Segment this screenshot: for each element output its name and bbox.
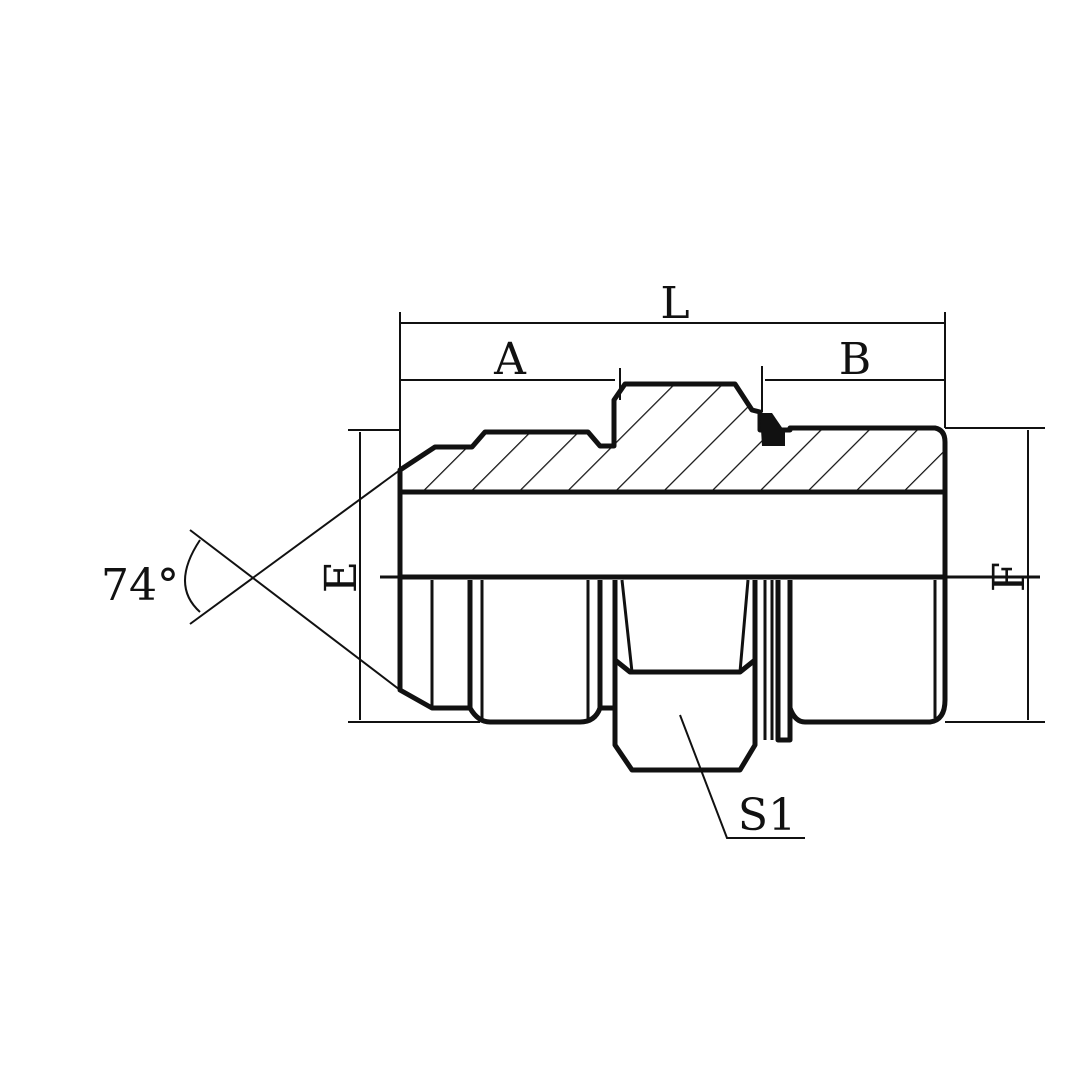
bore: [397, 489, 948, 580]
dim-label-A: A: [493, 334, 527, 385]
dim-label-S1: S1: [738, 790, 796, 841]
outside-view: [397, 577, 948, 773]
section-body: [397, 381, 948, 495]
angle-label: 74°: [101, 560, 179, 611]
dim-label-L: L: [660, 278, 689, 329]
dim-label-B: B: [839, 334, 871, 385]
o-ring: [760, 413, 785, 446]
dim-label-E: E: [316, 561, 367, 593]
dim-label-F: F: [984, 562, 1035, 593]
dimension-lines: [184, 312, 1045, 839]
